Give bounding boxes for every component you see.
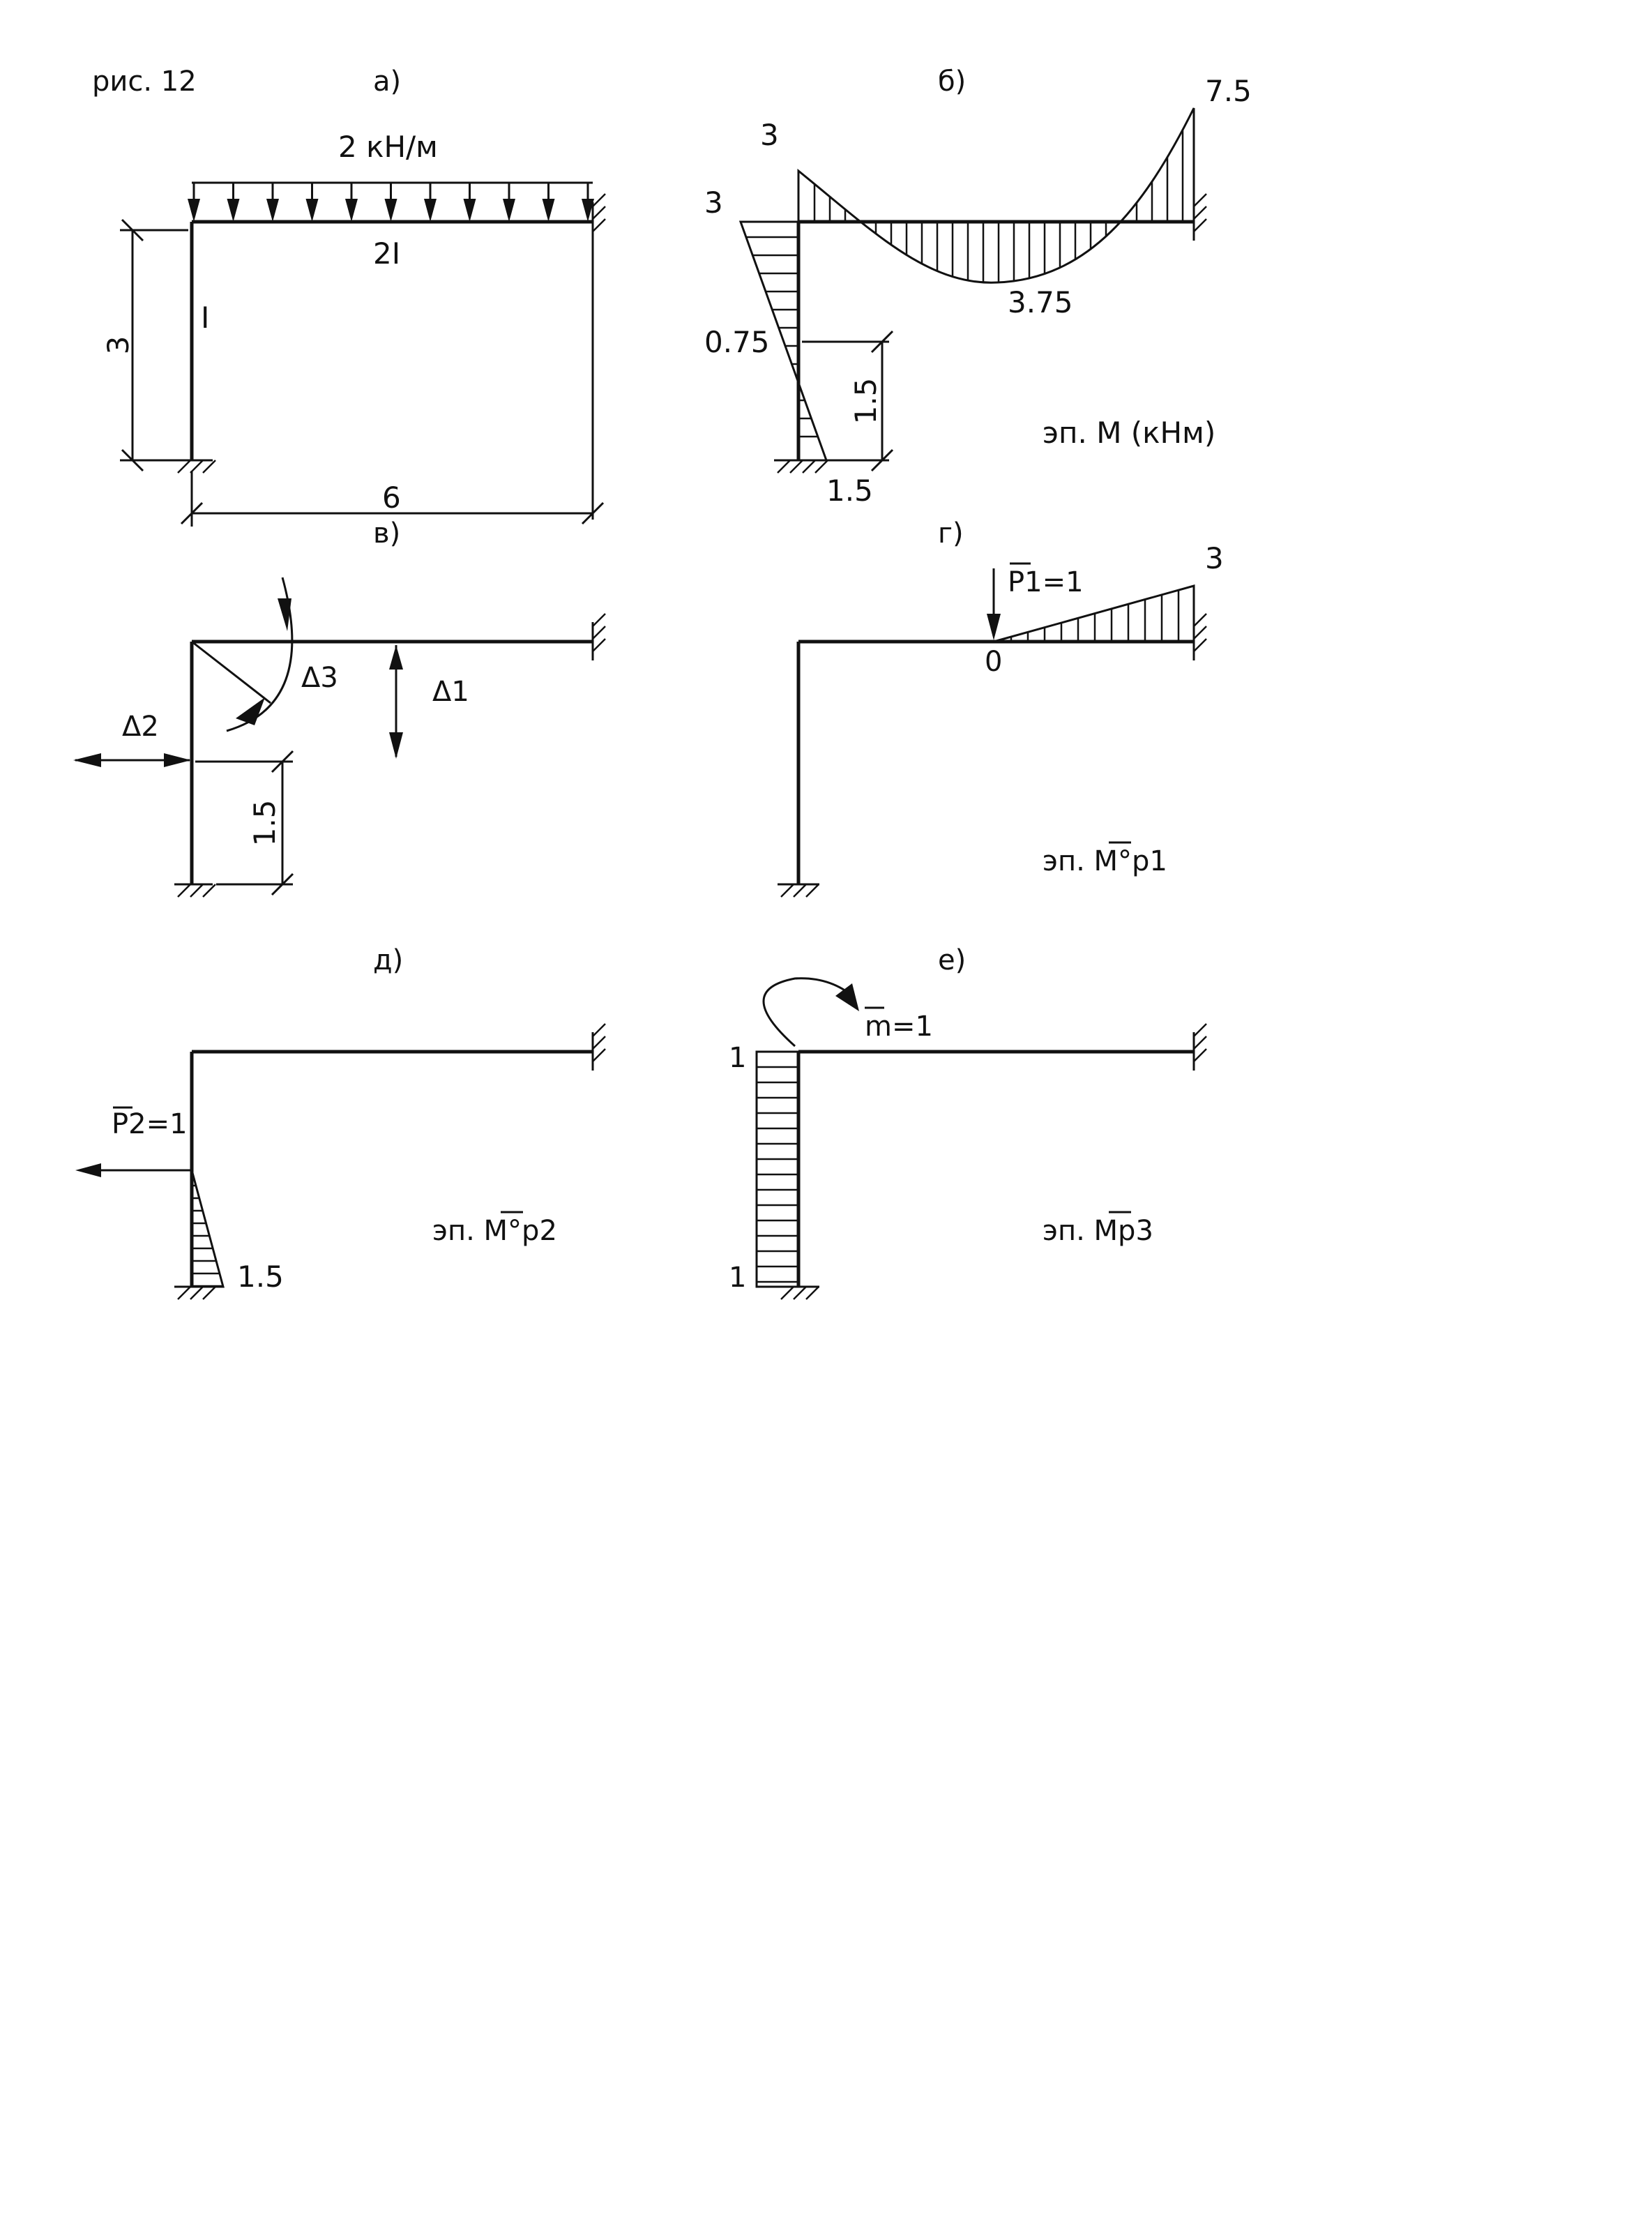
load-arrows <box>188 183 594 222</box>
value-zero: 0 <box>985 646 1002 678</box>
unit-force-moment-outline <box>993 584 1195 643</box>
column-moment-outline <box>738 220 828 461</box>
load-arrow-head <box>424 199 437 222</box>
panel-e-letter: е) <box>938 944 966 976</box>
height-dim-label: 3 <box>101 336 135 355</box>
value-left-col: 3 <box>704 186 723 220</box>
load-arrow-head <box>345 199 358 222</box>
load-arrow-head <box>188 199 200 222</box>
panel-a-letter: а) <box>373 66 401 98</box>
column-stiffness-label: I <box>201 301 209 335</box>
delta1-label: Δ1 <box>432 676 469 708</box>
p2-moment-outline <box>190 1170 225 1288</box>
unit-moment-outline <box>755 1050 800 1288</box>
right-fixed-support-v <box>591 613 606 660</box>
ground-support-e <box>757 1285 819 1300</box>
load-label: 2 кН/м <box>338 130 438 164</box>
load-arrow-head <box>266 199 279 222</box>
m-label: m=1 <box>865 1011 933 1043</box>
panel-d-letter: д) <box>373 944 403 976</box>
delta1-arrow-up <box>389 645 403 670</box>
load-arrow-head <box>384 199 397 222</box>
ground-support-d <box>174 1285 223 1300</box>
delta2-arrow-right <box>164 753 191 767</box>
figure-caption: рис. 12 <box>92 66 197 98</box>
value-right-g: 3 <box>1205 541 1224 575</box>
right-fixed-support-b <box>1192 193 1207 241</box>
load-arrow-head <box>227 199 240 222</box>
moment-arc <box>762 977 855 1048</box>
ground-support-g <box>778 883 819 898</box>
ground-support-a <box>174 459 216 474</box>
right-fixed-support-e <box>1192 1023 1207 1071</box>
panel-v: в) Δ3 Δ1 Δ2 <box>73 517 606 898</box>
panel-b: б) 1.5 3 3 <box>704 66 1252 508</box>
load-arrow-head <box>305 199 319 222</box>
moment-arrow-head <box>835 983 859 1011</box>
p2-label: P2=1 <box>112 1108 188 1140</box>
panel-g-letter: г) <box>938 517 964 550</box>
p1-label: P1=1 <box>1008 566 1084 598</box>
delta2-label: Δ2 <box>122 711 159 743</box>
mid-dim-label-v: 1.5 <box>248 800 282 847</box>
value-right: 7.5 <box>1205 74 1252 108</box>
panel-d: д) P2=1 1.5 эп. M°p2 <box>75 944 606 1300</box>
load-arrow-head <box>463 199 476 222</box>
height-dimension <box>120 218 188 472</box>
beam-stiffness-label: 2I <box>373 236 400 271</box>
panel-d-title: эп. M°p2 <box>432 1215 557 1247</box>
value-top-left: 3 <box>760 118 779 152</box>
right-fixed-support-d <box>591 1023 606 1071</box>
load-arrow-head <box>503 199 515 222</box>
mid-dimension-b <box>802 330 894 472</box>
beam-moment-curve <box>797 107 1195 284</box>
value-base-d: 1.5 <box>237 1260 284 1294</box>
span-dimension <box>180 471 605 527</box>
panel-v-letter: в) <box>373 517 400 550</box>
panel-a: а) 2 кН/м 2I I <box>101 66 606 527</box>
panel-b-title: эп. М (кНм) <box>1043 416 1215 450</box>
rotation-radius <box>191 640 271 704</box>
value-top-e: 1 <box>729 1042 746 1074</box>
beam-moment-hatch <box>813 130 1184 282</box>
mid-dim-label-b: 1.5 <box>849 378 883 425</box>
right-fixed-support-g <box>1192 613 1207 660</box>
rotation-arrow-head-top <box>278 598 291 631</box>
value-col-mid: 0.75 <box>704 325 770 359</box>
ground-support-b <box>774 459 828 474</box>
value-beam-mid: 3.75 <box>1008 285 1073 319</box>
delta2-arrow-left <box>73 753 101 767</box>
load-arrow-head <box>582 199 594 222</box>
mid-dimension-v <box>195 750 294 896</box>
right-fixed-support-a <box>591 193 606 241</box>
unit-force-moment-hatch <box>1010 590 1180 642</box>
p1-arrow-head <box>987 614 1001 640</box>
rotation-arrow-head-bottom <box>236 697 265 725</box>
p2-moment-hatch <box>192 1184 223 1287</box>
column-moment-hatch <box>745 236 818 438</box>
load-arrow-head <box>542 199 555 222</box>
unit-moment-hatch <box>757 1066 798 1283</box>
ground-support-v <box>174 883 216 898</box>
delta3-label: Δ3 <box>301 662 338 694</box>
panel-g-title: эп. M°p1 <box>1043 845 1167 877</box>
panel-e-title: эп. Mp3 <box>1043 1215 1153 1247</box>
value-bottom-e: 1 <box>729 1262 746 1294</box>
panel-e: е) m=1 1 1 эп. Mp3 <box>729 944 1207 1300</box>
delta1-arrow-down <box>389 732 403 759</box>
p2-arrow-head <box>75 1163 101 1177</box>
panel-g: г) P1=1 0 3 эп. M°p1 <box>778 517 1224 898</box>
value-col-base: 1.5 <box>826 474 873 508</box>
panel-b-letter: б) <box>938 66 966 98</box>
span-dim-label: 6 <box>382 481 401 515</box>
